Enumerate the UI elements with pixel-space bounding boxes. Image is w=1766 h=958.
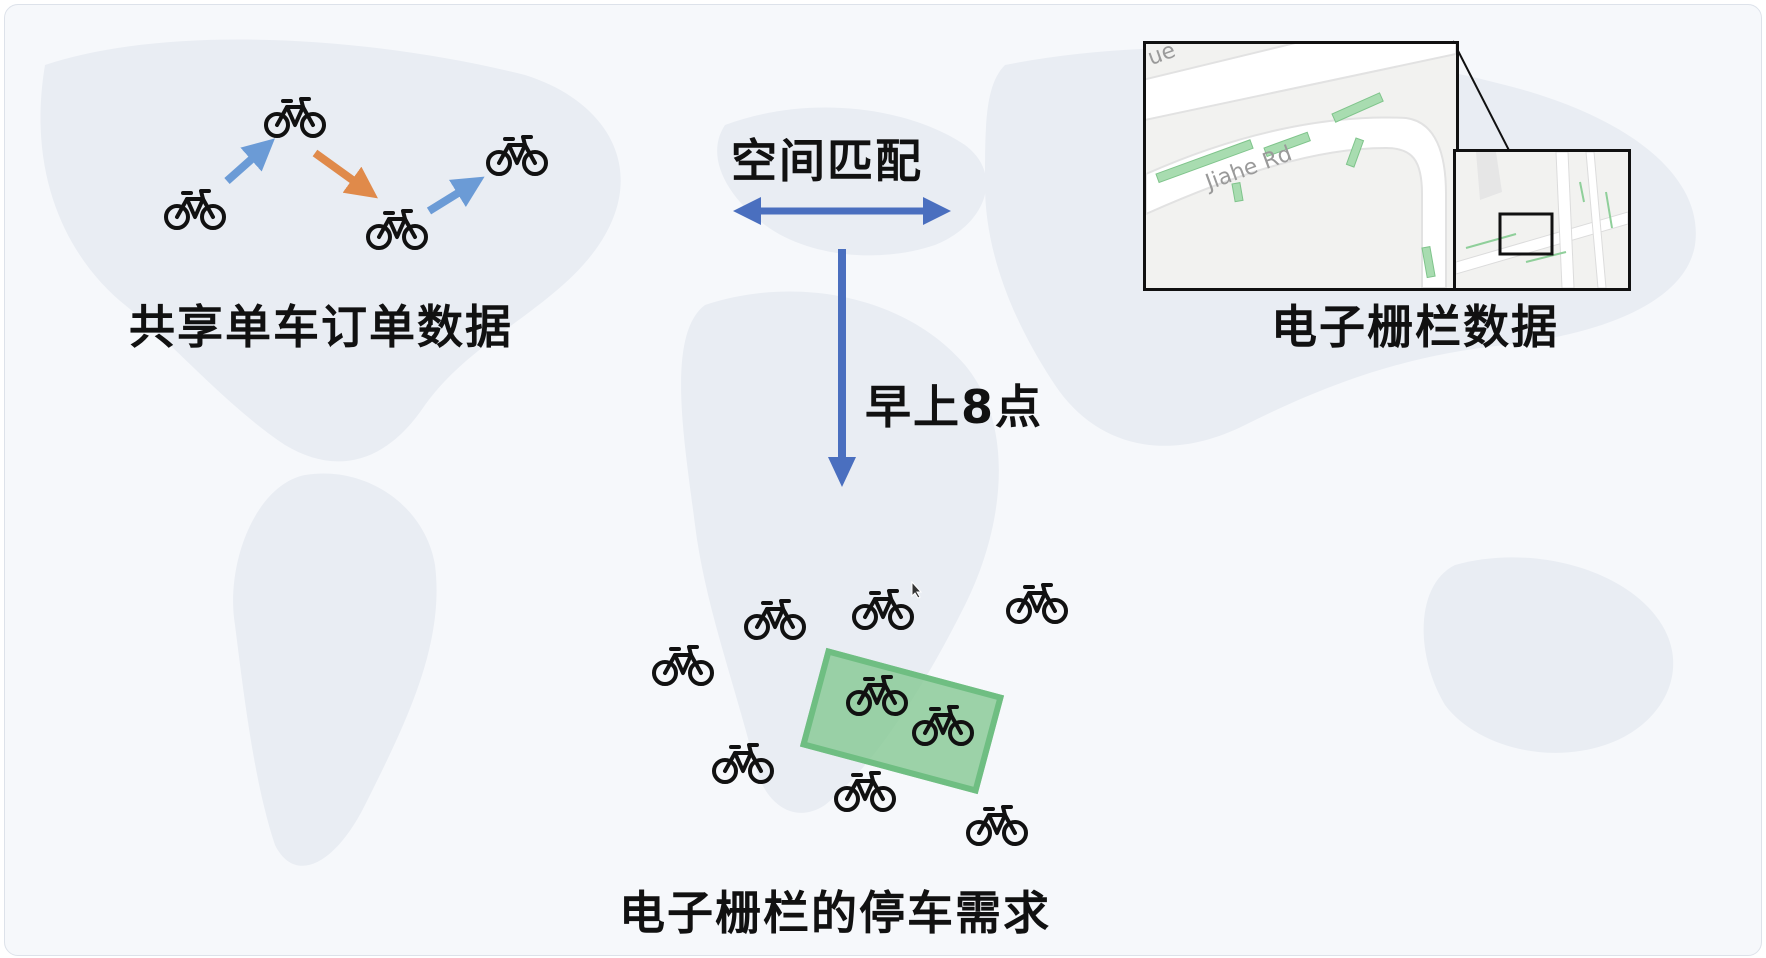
- bicycle-icon: [365, 205, 429, 253]
- bicycle-icon: [651, 641, 715, 689]
- bicycle-icon: [485, 131, 549, 179]
- bicycle-icon: [851, 585, 915, 633]
- bicycle-icon: [845, 671, 909, 719]
- overview-map-drawing: [1456, 152, 1628, 288]
- bicycle-icon: [163, 185, 227, 233]
- bicycle-icon: [743, 595, 807, 643]
- bicycle-icon: [965, 801, 1029, 849]
- cursor-arrow-icon: [911, 581, 923, 599]
- demand-label: 电子栅栏的停车需求: [619, 886, 1051, 940]
- fence-map-drawing: [1146, 44, 1456, 288]
- arrows-layer: [224, 40, 1538, 487]
- fence-data-label: 电子栅栏数据: [1271, 300, 1559, 354]
- flow-arrow-3: [426, 176, 485, 215]
- time-label: 早上8点: [865, 380, 1044, 434]
- slide-frame: 共享单车订单数据 空间匹配 电子栅栏数据 早上8点 电子栅栏的停车需求: [4, 4, 1762, 956]
- fence-map-view: Jiahe Rd ue: [1143, 41, 1459, 291]
- spatial-match-label: 空间匹配: [731, 134, 923, 188]
- bicycle-icon: [711, 739, 775, 787]
- orders-data-label: 共享单车订单数据: [129, 300, 513, 354]
- flow-arrow-1: [224, 138, 275, 184]
- bicycle-icon: [911, 701, 975, 749]
- bicycle-icon: [263, 93, 327, 141]
- time-arrow-down: [828, 249, 856, 487]
- spatial-match-arrow: [733, 197, 951, 225]
- bicycle-icon: [1005, 579, 1069, 627]
- flow-arrow-2: [312, 149, 378, 199]
- overview-inset-map: [1453, 149, 1631, 291]
- bicycle-icon: [833, 767, 897, 815]
